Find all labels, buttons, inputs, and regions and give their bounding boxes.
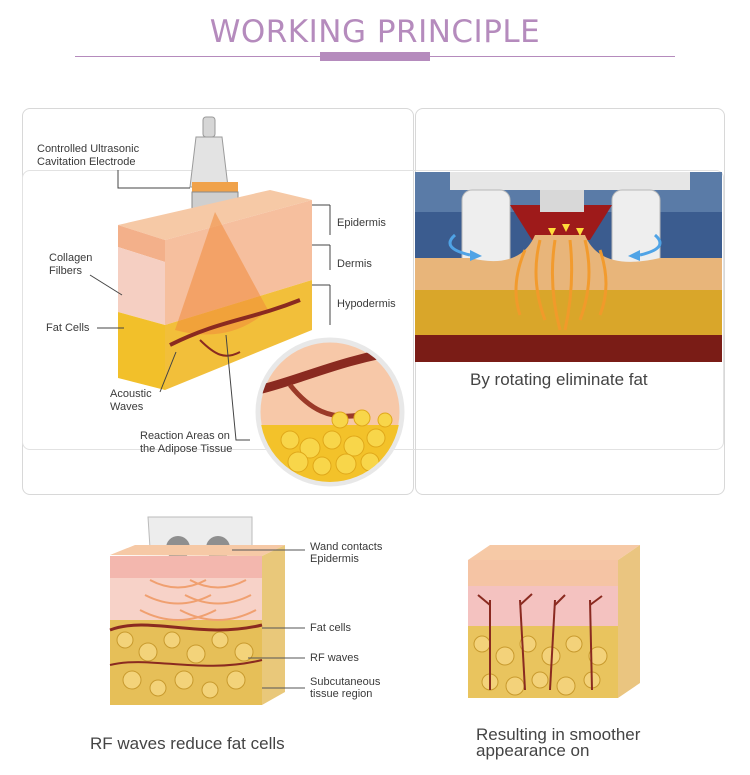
electrode-label-line1: Controlled Ultrasonic (37, 143, 140, 155)
rotating-caption: By rotating eliminate fat (470, 370, 648, 389)
electrode-label-line2: Cavitation Electrode (37, 156, 136, 168)
dermis-layer-front (118, 247, 165, 325)
rotation-arrow-left (448, 233, 471, 257)
result-caption-line2: appearance on (476, 741, 590, 760)
cavitation-cone (175, 212, 268, 335)
rf-subcut-label-line1: Subcutaneous (310, 676, 381, 688)
acoustic-label-line2: Waves (110, 401, 144, 413)
fat-cells-label: Fat Cells (46, 322, 90, 334)
rf-subcut-label-line2: tissue region (310, 688, 373, 700)
result-epidermis-layer (468, 560, 618, 586)
rf-block-top (110, 545, 285, 556)
rotation-arrow-right (639, 233, 662, 257)
hypodermis-label: Hypodermis (337, 298, 396, 310)
rf-wand-label-line2: Epidermis (310, 553, 359, 565)
title-accent-bar (320, 52, 430, 61)
collagen-label-line1: Collagen (49, 252, 93, 264)
result-caption-line1: Resulting in smoother (476, 725, 641, 744)
reaction-label-line2: the Adipose Tissue (140, 443, 233, 455)
rf-epidermis-layer (110, 556, 262, 578)
hypodermis-fat-front (118, 312, 165, 390)
reaction-label-line1: Reaction Areas on (140, 430, 230, 442)
rf-caption: RF waves reduce fat cells (90, 734, 285, 753)
result-block-top (468, 545, 640, 560)
rotating-muscle-layer (415, 335, 722, 362)
rf-fat-cells-label: Fat cells (310, 622, 351, 634)
page-title: WORKING PRINCIPLE (209, 14, 541, 50)
acoustic-label-line1: Acoustic (110, 388, 152, 400)
rotating-skin-layer (415, 235, 722, 290)
blood-vessel (169, 298, 301, 347)
rotating-device-body (450, 172, 690, 190)
collagen-label-line2: Filbers (49, 265, 83, 277)
epidermis-layer (118, 225, 165, 262)
dermis-label: Dermis (337, 258, 372, 270)
rf-wand-label-line1: Wand contacts (310, 541, 383, 553)
rf-waves-label: RF waves (310, 652, 359, 664)
result-dermis-layer (468, 586, 618, 626)
epidermis-label: Epidermis (337, 217, 386, 229)
